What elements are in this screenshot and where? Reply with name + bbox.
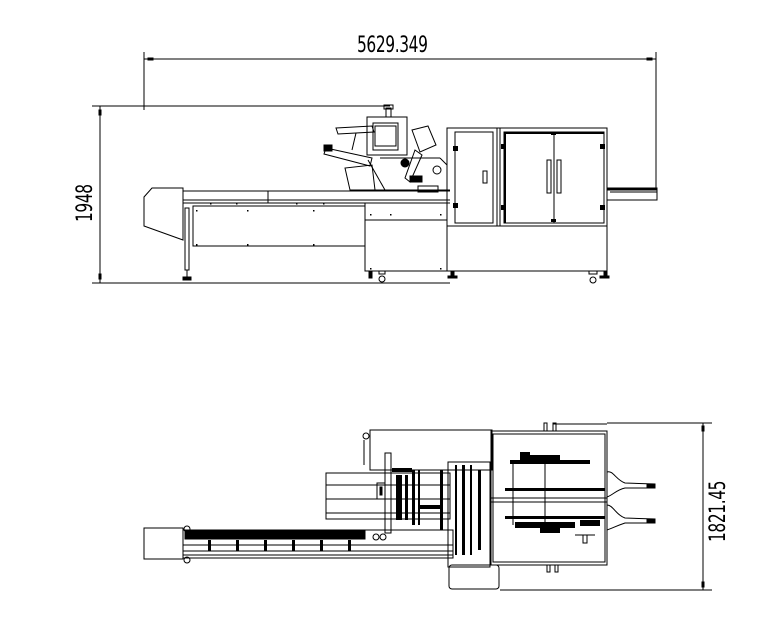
dimension-label-overall-length: 5629.349 (357, 33, 428, 58)
dimension-overall-height (92, 105, 450, 284)
dimension-overall-width (500, 422, 712, 591)
dimension-label-overall-width: 1821.45 (706, 480, 731, 542)
dimension-overall-length (143, 52, 657, 190)
top-plan-view (143, 422, 656, 590)
front-elevation-view (143, 104, 658, 284)
dimension-label-overall-height: 1948 (73, 184, 98, 222)
